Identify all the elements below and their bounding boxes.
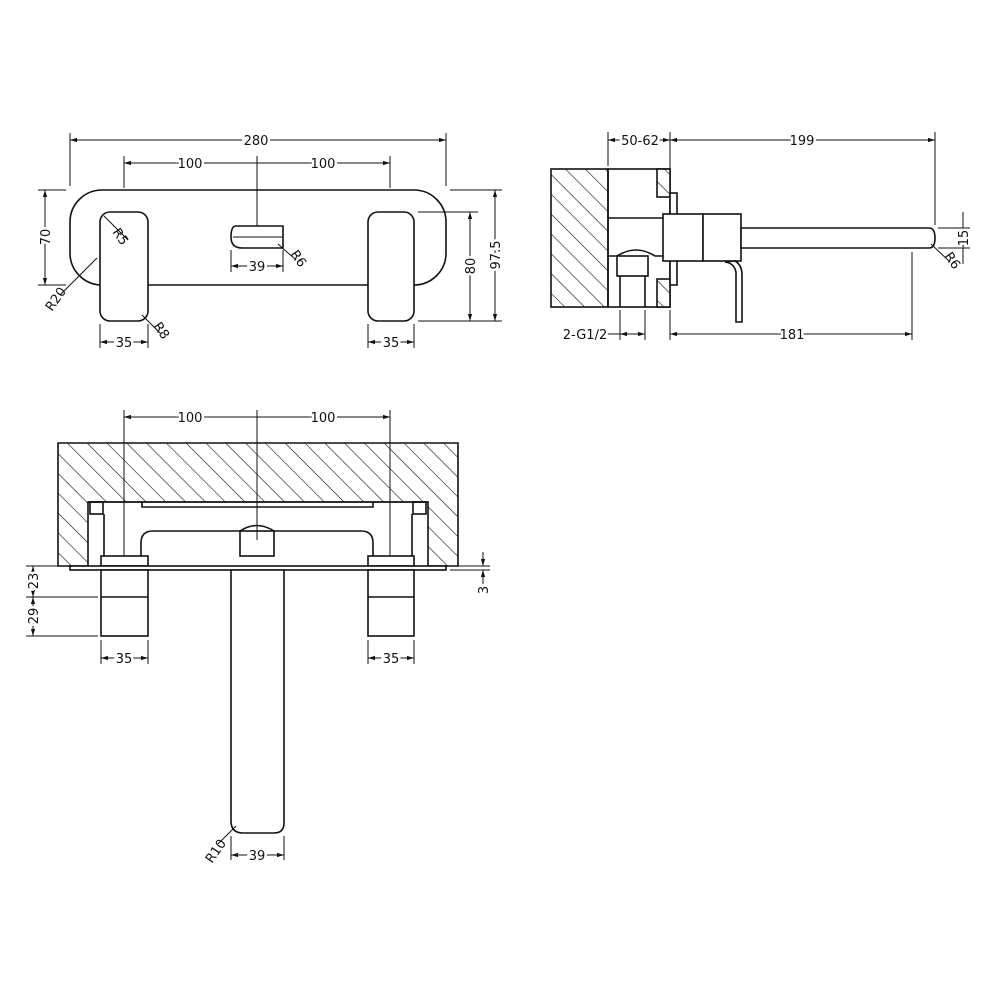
side-spout [740, 227, 936, 249]
dim-plate-height: 70 [39, 229, 54, 246]
dim-overall-width: 280 [244, 134, 269, 149]
radius-spout: R6 [287, 248, 309, 271]
top-view: 100 100 23 29 3 35 35 39 R10 [25, 409, 493, 867]
dim-handle-width-left: 35 [116, 336, 133, 351]
dim-top-handle-right: 35 [383, 652, 400, 667]
dim-overall-height: 97.5 [489, 241, 504, 270]
dim-spout-width: 39 [249, 260, 266, 275]
dim-handle-offset-right: 100 [311, 157, 336, 172]
dim-handle-height: 80 [464, 258, 479, 275]
side-lever [724, 260, 743, 323]
dim-spout-length: 181 [780, 328, 805, 343]
radius-handle-bottom: R8 [150, 320, 172, 343]
dim-handle-offset-left: 100 [178, 157, 203, 172]
top-right-handle [367, 569, 415, 637]
dim-wall-depth: 50-62 [621, 134, 659, 149]
front-view: 280 100 100 70 80 97.5 39 35 35 R5 R20 R… [37, 132, 507, 354]
dim-spout-projection: 199 [790, 134, 815, 149]
radius-spout-end: R10 [203, 837, 230, 867]
dim-top-offset-left: 100 [178, 411, 203, 426]
side-handle-body [702, 213, 742, 262]
dim-spout-thickness: 15 [957, 230, 972, 247]
dim-handle-upper: 23 [27, 573, 42, 590]
dim-top-offset-right: 100 [311, 411, 336, 426]
right-handle [367, 211, 415, 322]
dim-plate-thickness: 3 [477, 586, 492, 594]
dim-handle-width-right: 35 [383, 336, 400, 351]
backplate [69, 189, 447, 286]
dim-top-handle-left: 35 [116, 652, 133, 667]
dim-top-spout-width: 39 [249, 849, 266, 864]
top-spout [230, 569, 285, 834]
side-view: 50-62 199 181 2-G1/2 15 R6 [550, 132, 975, 346]
dim-inlet-thread: 2-G1/2 [563, 328, 607, 343]
dim-handle-lower: 29 [27, 608, 42, 625]
radius-spout-tip: R6 [941, 250, 963, 273]
top-left-handle [100, 569, 149, 637]
left-handle [99, 211, 149, 322]
wall-section [550, 168, 609, 308]
